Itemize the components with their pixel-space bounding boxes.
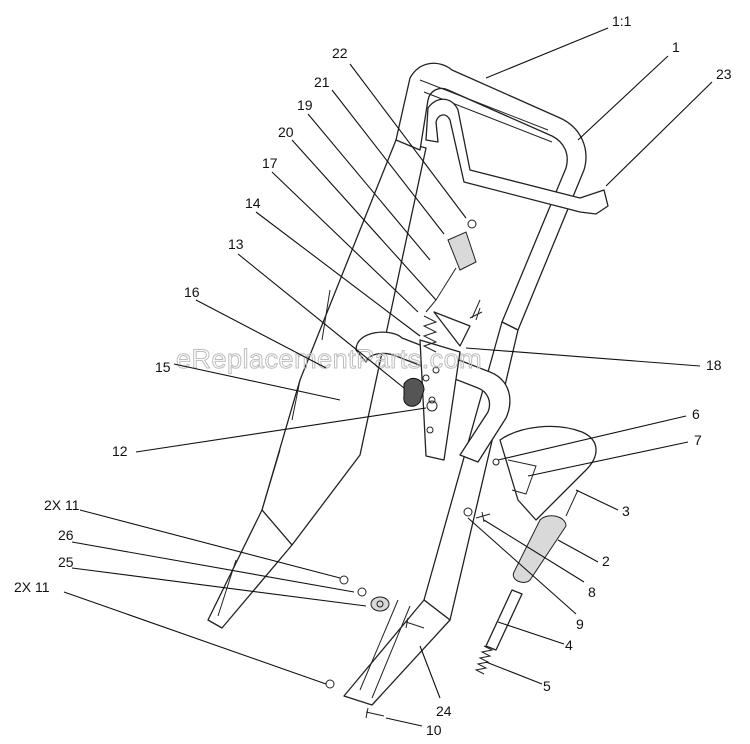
callout-6: 6: [692, 406, 700, 422]
shock-rod: [485, 589, 523, 651]
callout-25: 25: [58, 554, 74, 570]
arm-plate: [499, 425, 597, 521]
callout-2x11-b: 2X 11: [14, 579, 50, 595]
washer-26: [357, 587, 367, 597]
arm-loop: [507, 459, 537, 495]
callout-7: 7: [694, 432, 702, 448]
left-lower-tube: [207, 509, 293, 629]
callout-19: 19: [297, 97, 313, 113]
bolt-24: [405, 617, 425, 629]
grip-rod: [447, 231, 477, 271]
triangle-bracket: [433, 311, 471, 347]
control-bail: [425, 98, 609, 215]
callout-13: 13: [228, 236, 244, 252]
watermark: eReplacementParts.com: [176, 344, 482, 374]
callout-1-1: 1:1: [612, 13, 632, 29]
callout-18: 18: [706, 357, 722, 373]
callout-2x11-a: 2X 11: [44, 497, 80, 513]
callout-22: 22: [332, 45, 348, 61]
callout-labels: 1:1 1 23 22 21 19 20 17 14 13 16 15 18 1…: [14, 13, 732, 738]
callout-14: 14: [245, 195, 261, 211]
callout-15: 15: [155, 359, 171, 375]
leader-lines: [63, 27, 713, 727]
callout-9: 9: [576, 616, 584, 632]
callout-4: 4: [565, 637, 573, 653]
callout-5: 5: [543, 678, 551, 694]
callout-23: 23: [716, 66, 732, 82]
callout-2: 2: [602, 553, 610, 569]
callout-24: 24: [436, 703, 452, 719]
washer-25: [370, 596, 390, 612]
shock-spring: [474, 645, 494, 675]
lever-knob: [403, 377, 425, 407]
callout-8: 8: [588, 584, 596, 600]
callout-21: 21: [314, 74, 330, 90]
callout-10: 10: [426, 722, 442, 738]
bolt-10: [365, 707, 385, 719]
callout-26: 26: [58, 527, 74, 543]
shock-cylinder: [512, 515, 567, 583]
callout-3: 3: [622, 503, 630, 519]
parts-line-art: [207, 62, 609, 719]
callout-20: 20: [278, 124, 294, 140]
nut-11-a: [339, 575, 349, 585]
nut-11-b: [325, 679, 335, 689]
callout-1: 1: [672, 39, 680, 55]
callout-16: 16: [184, 284, 200, 300]
adjust-plate: [419, 339, 461, 461]
callout-17: 17: [262, 155, 278, 171]
callout-12: 12: [112, 443, 128, 459]
spring: [422, 315, 438, 353]
